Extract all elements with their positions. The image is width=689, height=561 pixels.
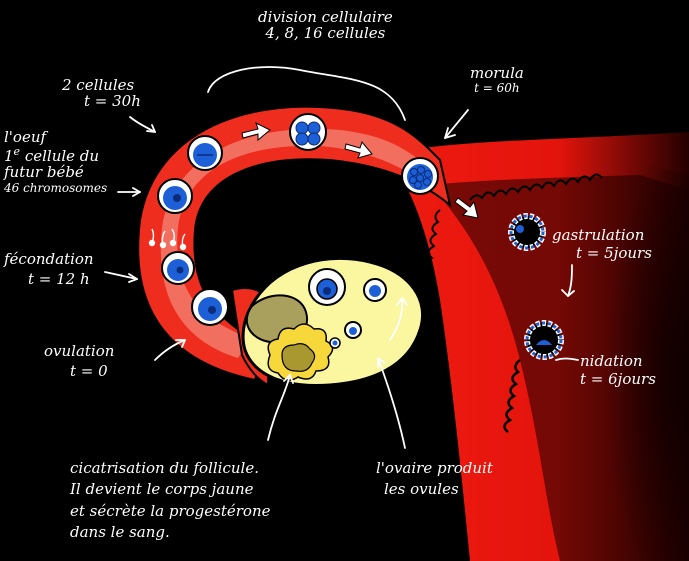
label-oeuf-line2: 1e cellule du	[4, 144, 107, 165]
label-gastrulation-line2: t = 5jours	[576, 243, 652, 262]
label-cicatrisation: cicatrisation du follicule. Il devient l…	[70, 458, 271, 543]
label-ovaire: l'ovaire produit les ovules	[376, 458, 493, 501]
cell-2-cellules	[187, 135, 223, 171]
label-morula-line1: morula	[470, 64, 524, 82]
cell-oeuf	[157, 178, 193, 214]
endometrium-ruffle-right	[503, 359, 521, 433]
cells-in-tube	[148, 113, 564, 360]
label-ovulation: ovulation t = 0	[44, 342, 115, 380]
label-oeuf-line2-num: 1	[4, 146, 14, 165]
label-fecondation-line2: t = 12 h	[28, 269, 90, 288]
label-ovaire-line2: les ovules	[384, 480, 459, 499]
label-morula-line2: t = 60h	[474, 80, 520, 95]
label-oeuf-line1: l'oeuf	[4, 128, 47, 146]
label-gastrulation: gastrulation t = 5jours	[552, 226, 652, 262]
cell-4-cellules	[289, 113, 327, 151]
cell-nidation	[524, 320, 564, 360]
label-ovulation-line2: t = 0	[70, 361, 108, 380]
label-division: division cellulaire 4, 8, 16 cellules	[258, 8, 393, 42]
label-oeuf-line3: futur bébé	[4, 162, 84, 181]
label-oeuf: l'oeuf 1e cellule du futur bébé 46 chrom…	[4, 128, 108, 196]
annotation-arrows	[104, 66, 579, 449]
tube-arrows	[241, 122, 479, 219]
label-deux-cellules: 2 cellules t = 30h	[62, 76, 141, 110]
label-division-line1: division cellulaire	[258, 8, 393, 26]
label-nidation: nidation t = 6jours	[580, 352, 656, 388]
label-ovaire-line1: l'ovaire produit	[376, 459, 493, 477]
label-deux-cellules-line2: t = 30h	[84, 91, 141, 110]
label-cicatrisation-line3: et sécrète la progestérone	[70, 501, 271, 520]
label-nidation-line1: nidation	[580, 352, 643, 370]
label-cicatrisation-line2: Il devient le corps jaune	[70, 480, 254, 499]
label-cicatrisation-line1: cicatrisation du follicule.	[70, 459, 259, 477]
cell-fecondation	[161, 251, 195, 285]
label-oeuf-line4: 46 chromosomes	[4, 181, 108, 196]
label-nidation-line2: t = 6jours	[580, 369, 656, 388]
label-morula: morula t = 60h	[470, 64, 524, 95]
label-deux-cellules-line1: 2 cellules	[62, 76, 135, 94]
label-gastrulation-line1: gastrulation	[552, 226, 645, 244]
cell-gastrulation	[508, 213, 546, 251]
label-cicatrisation-line4: dans le sang.	[70, 522, 170, 541]
label-oeuf-line2-sup: e	[13, 144, 21, 158]
uterus-wall	[400, 132, 689, 561]
label-fecondation: fécondation t = 12 h	[4, 250, 94, 288]
label-fecondation-line1: fécondation	[4, 250, 94, 268]
label-oeuf-line2-rest: cellule du	[20, 146, 100, 165]
ovary	[241, 256, 425, 387]
label-division-line2: 4, 8, 16 cellules	[265, 23, 386, 42]
endometrium-ruffle-top	[469, 173, 603, 201]
label-ovulation-line1: ovulation	[44, 342, 115, 360]
cell-morula	[401, 157, 439, 195]
sperm-cells	[148, 228, 187, 251]
cell-ovulation	[191, 288, 229, 326]
